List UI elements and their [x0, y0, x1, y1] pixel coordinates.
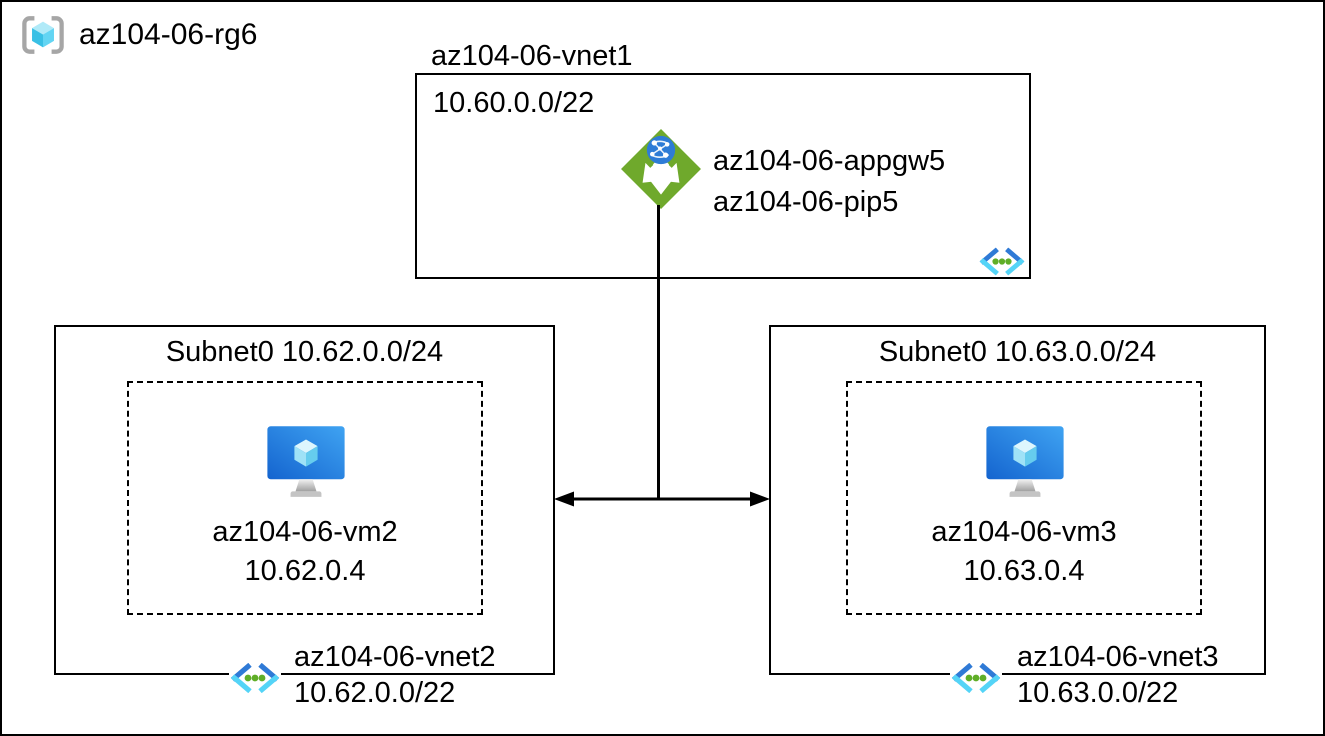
resource-group-label: az104-06-rg6 [79, 18, 258, 51]
vnet2-box: Subnet0 10.62.0.0/24 az104-06-vm2 10.62.… [54, 325, 555, 709]
appgw-name-label: az104-06-appgw5 [713, 145, 946, 177]
vnet3-box: Subnet0 10.63.0.0/24 az104-06-vm3 10.63.… [769, 325, 1266, 709]
vm2-icon [266, 423, 346, 498]
vm3-name-label: az104-06-vm3 [931, 516, 1117, 548]
vnet3-cidr-label: 10.63.0.0/22 [1017, 677, 1179, 709]
subnet0-right-label: Subnet0 10.63.0.0/24 [878, 336, 1157, 368]
vnet3-label-group: az104-06-vnet3 10.63.0.0/22 [1017, 639, 1219, 711]
subnet0-left-dashed-box: az104-06-vm2 10.62.0.4 [127, 381, 483, 615]
vnet2-label-group: az104-06-vnet2 10.62.0.0/22 [294, 639, 496, 711]
peering-arrow [554, 491, 770, 507]
resource-group-icon [20, 14, 66, 56]
vnet3-icon [950, 663, 1002, 693]
vnet2-name-label: az104-06-vnet2 [294, 641, 496, 673]
appgw-label-group: az104-06-appgw5 az104-06-pip5 [713, 141, 945, 223]
subnet0-left-label: Subnet0 10.62.0.0/24 [165, 336, 444, 368]
app-gateway-icon [620, 128, 702, 210]
appgw-connector-line [657, 205, 660, 499]
vm2-label-group: az104-06-vm2 10.62.0.4 [129, 513, 481, 591]
vm2-ip-label: 10.62.0.4 [244, 555, 366, 587]
pip-name-label: az104-06-pip5 [713, 186, 899, 218]
vnet1-icon [978, 247, 1026, 276]
vnet3-name-label: az104-06-vnet3 [1017, 641, 1219, 673]
vm2-name-label: az104-06-vm2 [212, 516, 398, 548]
vnet1-box: 10.60.0.0/22 az104-06-appgw5 az104-06-pi… [415, 73, 1031, 279]
subnet0-right-dashed-box: az104-06-vm3 10.63.0.4 [846, 381, 1202, 615]
vnet1-name-label: az104-06-vnet1 [431, 40, 633, 72]
vnet2-cidr-label: 10.62.0.0/22 [294, 677, 456, 709]
vm3-label-group: az104-06-vm3 10.63.0.4 [848, 513, 1200, 591]
resource-group-header: az104-06-rg6 [20, 14, 257, 56]
vnet2-icon [229, 663, 281, 693]
vm3-icon [985, 423, 1065, 498]
vnet1-cidr-label: 10.60.0.0/22 [433, 87, 595, 119]
vm3-ip-label: 10.63.0.4 [963, 555, 1085, 587]
